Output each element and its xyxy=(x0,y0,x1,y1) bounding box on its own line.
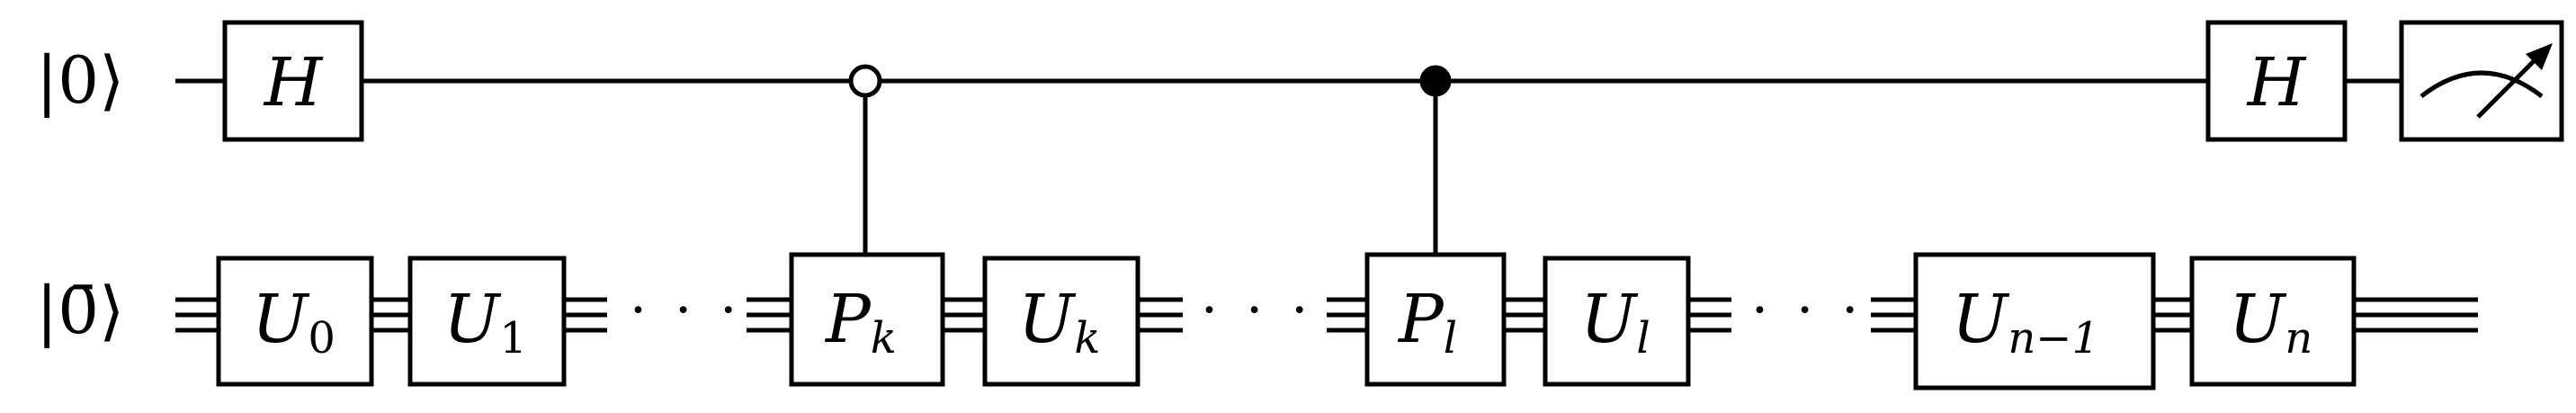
hadamard-gate-start: H xyxy=(222,20,364,142)
svg-text:Un−1: Un−1 xyxy=(1952,281,2099,364)
ellipsis-2: · · · xyxy=(1201,279,1313,342)
meter-icon xyxy=(2419,43,2553,119)
open-control-dot xyxy=(848,64,882,98)
gate-ul: Ul xyxy=(1543,256,1691,387)
measurement-gate xyxy=(2399,20,2564,142)
svg-text:Uk: Uk xyxy=(1018,281,1100,364)
hadamard-gate-end: H xyxy=(2205,20,2348,142)
register-wire xyxy=(175,297,2478,333)
svg-text:H: H xyxy=(2246,44,2307,121)
gate-uk: Uk xyxy=(982,256,1140,387)
gate-u0: U0 xyxy=(216,256,374,387)
ellipsis-3: · · · xyxy=(1751,279,1864,342)
ancilla-ket-label: |0⟩ xyxy=(36,42,124,118)
gate-u1: U1 xyxy=(407,256,567,387)
svg-text:Pk: Pk xyxy=(824,281,897,364)
register-ket-label: |0̄⟩ xyxy=(36,273,124,348)
gate-un: Un xyxy=(2189,256,2357,387)
filled-control-dot xyxy=(1419,65,1452,97)
svg-text:U1: U1 xyxy=(443,281,527,364)
svg-text:Un: Un xyxy=(2229,281,2312,364)
gate-pk: Pk xyxy=(789,252,945,387)
ellipsis-1: · · · xyxy=(630,279,742,342)
gate-pl: Pl xyxy=(1364,252,1507,387)
svg-text:Ul: Ul xyxy=(1580,281,1650,364)
gate-un-minus-1: Un−1 xyxy=(1913,252,2156,391)
svg-text:H: H xyxy=(263,44,324,121)
svg-text:U0: U0 xyxy=(252,281,335,364)
svg-text:Pl: Pl xyxy=(1397,281,1457,364)
